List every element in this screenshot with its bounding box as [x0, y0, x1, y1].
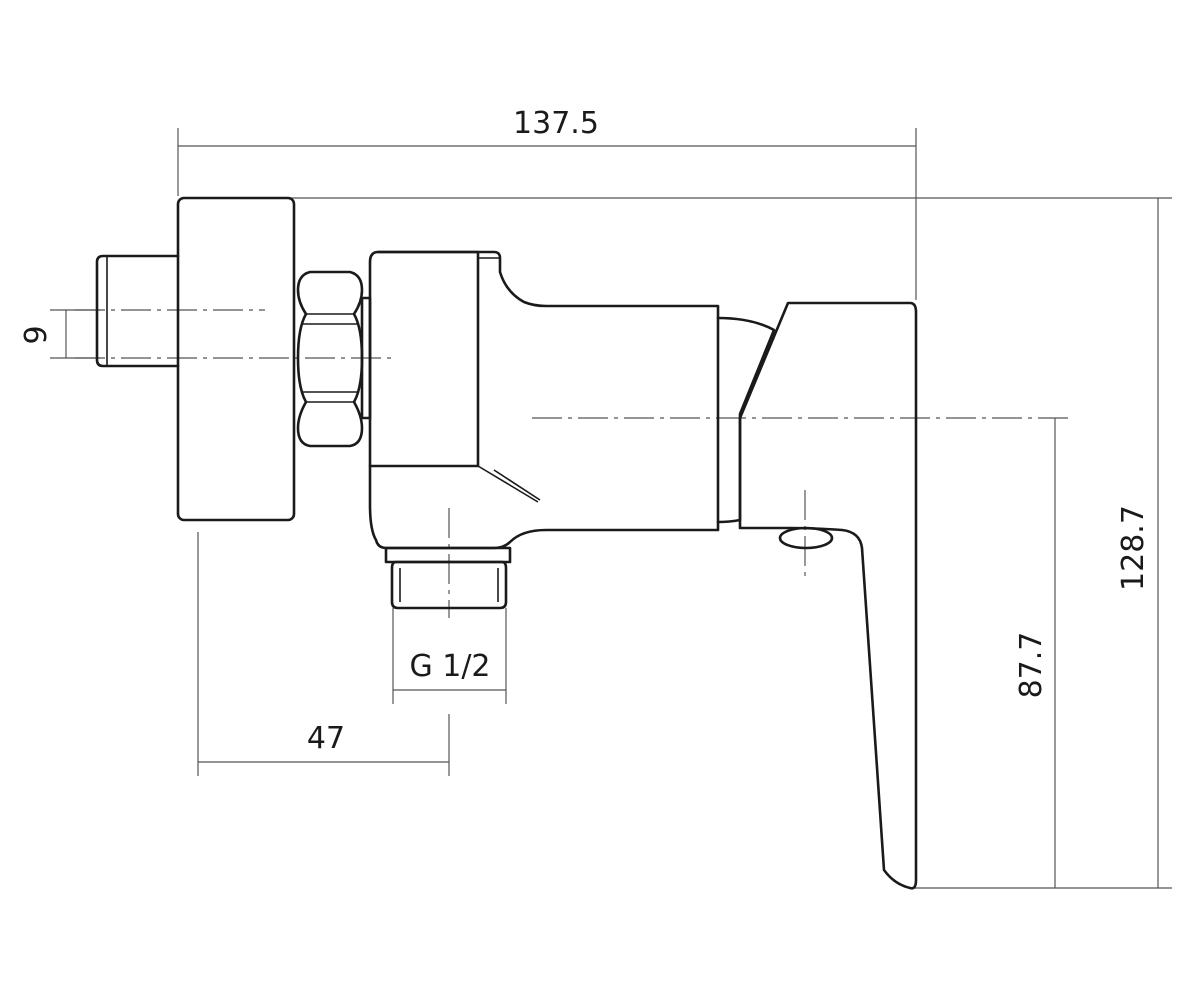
dimension-overall-width: 137.5	[513, 106, 599, 141]
dimension-outlet-thread: G 1/2	[409, 649, 490, 684]
dimension-lines	[50, 128, 1172, 889]
dimension-labels: 137.5 128.7 87.7 9 G 1/2 47	[19, 106, 1151, 756]
valve-body	[368, 250, 720, 550]
lever-handle	[738, 301, 918, 890]
cartridge-collar	[716, 316, 776, 524]
wall-flange	[176, 196, 296, 522]
inlet-thread	[95, 254, 180, 368]
center-lines	[75, 309, 1072, 618]
dimension-overall-height: 128.7	[1116, 505, 1151, 591]
dimension-inlet-offset: 9	[19, 325, 54, 344]
dimension-lever-height: 87.7	[1014, 632, 1049, 699]
hex-nut	[296, 270, 372, 448]
outlet-nipple	[384, 546, 512, 610]
dimension-outlet-distance: 47	[307, 721, 345, 756]
